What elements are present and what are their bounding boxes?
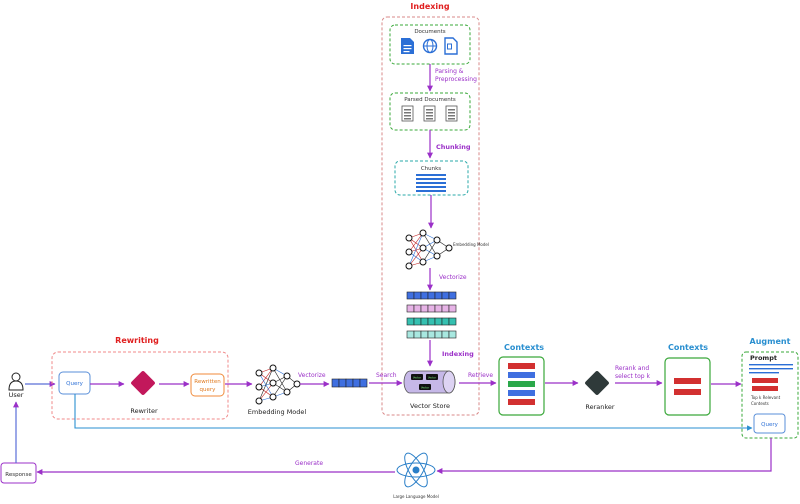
chunks-box bbox=[394, 160, 469, 196]
generate-label: Generate bbox=[295, 460, 323, 467]
prompt-lines bbox=[749, 364, 793, 374]
documents-box bbox=[389, 24, 471, 65]
contexts-title-1: Contexts bbox=[504, 343, 544, 352]
file-document-icon bbox=[444, 37, 458, 55]
query-to-prompt-link bbox=[74, 394, 753, 431]
preprocessing-label: Preprocessing bbox=[435, 76, 477, 83]
llm-label: Large Language Model bbox=[393, 494, 439, 499]
response-box bbox=[0, 462, 37, 484]
query-sublabel: query bbox=[200, 387, 217, 393]
augment-to-llm-arrow bbox=[436, 438, 772, 474]
user-label: User bbox=[9, 391, 24, 399]
neural-network-icon bbox=[255, 364, 301, 405]
rewriter-diamond bbox=[131, 371, 155, 395]
parsed-doc-icon bbox=[423, 105, 436, 122]
prompt-label: Prompt bbox=[750, 354, 777, 362]
parsing-label: Parsing & bbox=[435, 68, 464, 75]
prompt-query-label: Query bbox=[761, 422, 778, 428]
chunking-label: Chunking bbox=[436, 143, 471, 151]
parsed-doc-icon bbox=[401, 105, 414, 122]
indexing-title: Indexing bbox=[410, 2, 449, 11]
contexts-title-2: Contexts bbox=[668, 343, 708, 352]
rewriter-label: Rewriter bbox=[130, 407, 158, 415]
response-label: Response bbox=[5, 472, 32, 478]
vector-cell: Vector bbox=[428, 376, 437, 380]
chunks-label: Chunks bbox=[421, 166, 441, 172]
augment-container bbox=[741, 351, 799, 439]
top-k-label-2: Contexts bbox=[751, 401, 769, 406]
rerank-label-1: Rerank and bbox=[615, 365, 649, 372]
reranker-diamond bbox=[585, 371, 609, 395]
contexts-box-2 bbox=[664, 357, 711, 416]
embedding-model-label: Embedding Model bbox=[248, 408, 307, 416]
embedding-vectors-grid bbox=[406, 291, 457, 339]
llm-atom-icon bbox=[396, 452, 436, 488]
augment-contexts-list bbox=[752, 378, 778, 391]
top-k-contexts-list bbox=[674, 378, 701, 395]
vector-store-icon: Vector Vector Vector bbox=[403, 370, 456, 394]
search-label: Search bbox=[376, 372, 397, 379]
top-k-label-1: Top k Relevant bbox=[750, 395, 781, 400]
query-label: Query bbox=[66, 381, 83, 387]
context-chunks-list bbox=[508, 363, 535, 405]
parsed-documents-label: Parsed Documents bbox=[404, 97, 456, 103]
rerank-label-2: select top k bbox=[615, 373, 650, 380]
rewritten-query-box bbox=[190, 373, 225, 397]
chunks-icon bbox=[416, 174, 446, 192]
vector-cell: Vector bbox=[421, 386, 430, 390]
query-vector-icon bbox=[331, 378, 368, 388]
rewriting-container bbox=[51, 351, 229, 420]
parsed-doc-icon bbox=[445, 105, 458, 122]
vector-cell: Vector bbox=[413, 376, 422, 380]
indexing-edge-label: Indexing bbox=[442, 350, 474, 358]
neural-network-icon bbox=[405, 229, 453, 270]
rewriting-title: Rewriting bbox=[115, 336, 159, 345]
globe-icon bbox=[422, 38, 438, 54]
user-icon bbox=[8, 372, 24, 391]
embedding-model-small-label: Embedding Model bbox=[453, 242, 489, 247]
rewritten-label: Rewritten bbox=[194, 379, 221, 385]
retrieve-label: Retrieve bbox=[468, 372, 493, 379]
reranker-label: Reranker bbox=[585, 403, 615, 411]
google-docs-icon bbox=[401, 38, 414, 54]
vectorize-index-label: Vectorize bbox=[439, 274, 467, 281]
documents-label: Documents bbox=[414, 29, 445, 35]
augment-title: Augment bbox=[750, 337, 791, 346]
vector-store-label: Vector Store bbox=[410, 402, 450, 410]
vectorize-query-label: Vectorize bbox=[298, 372, 326, 379]
prompt-query-box bbox=[753, 413, 786, 434]
